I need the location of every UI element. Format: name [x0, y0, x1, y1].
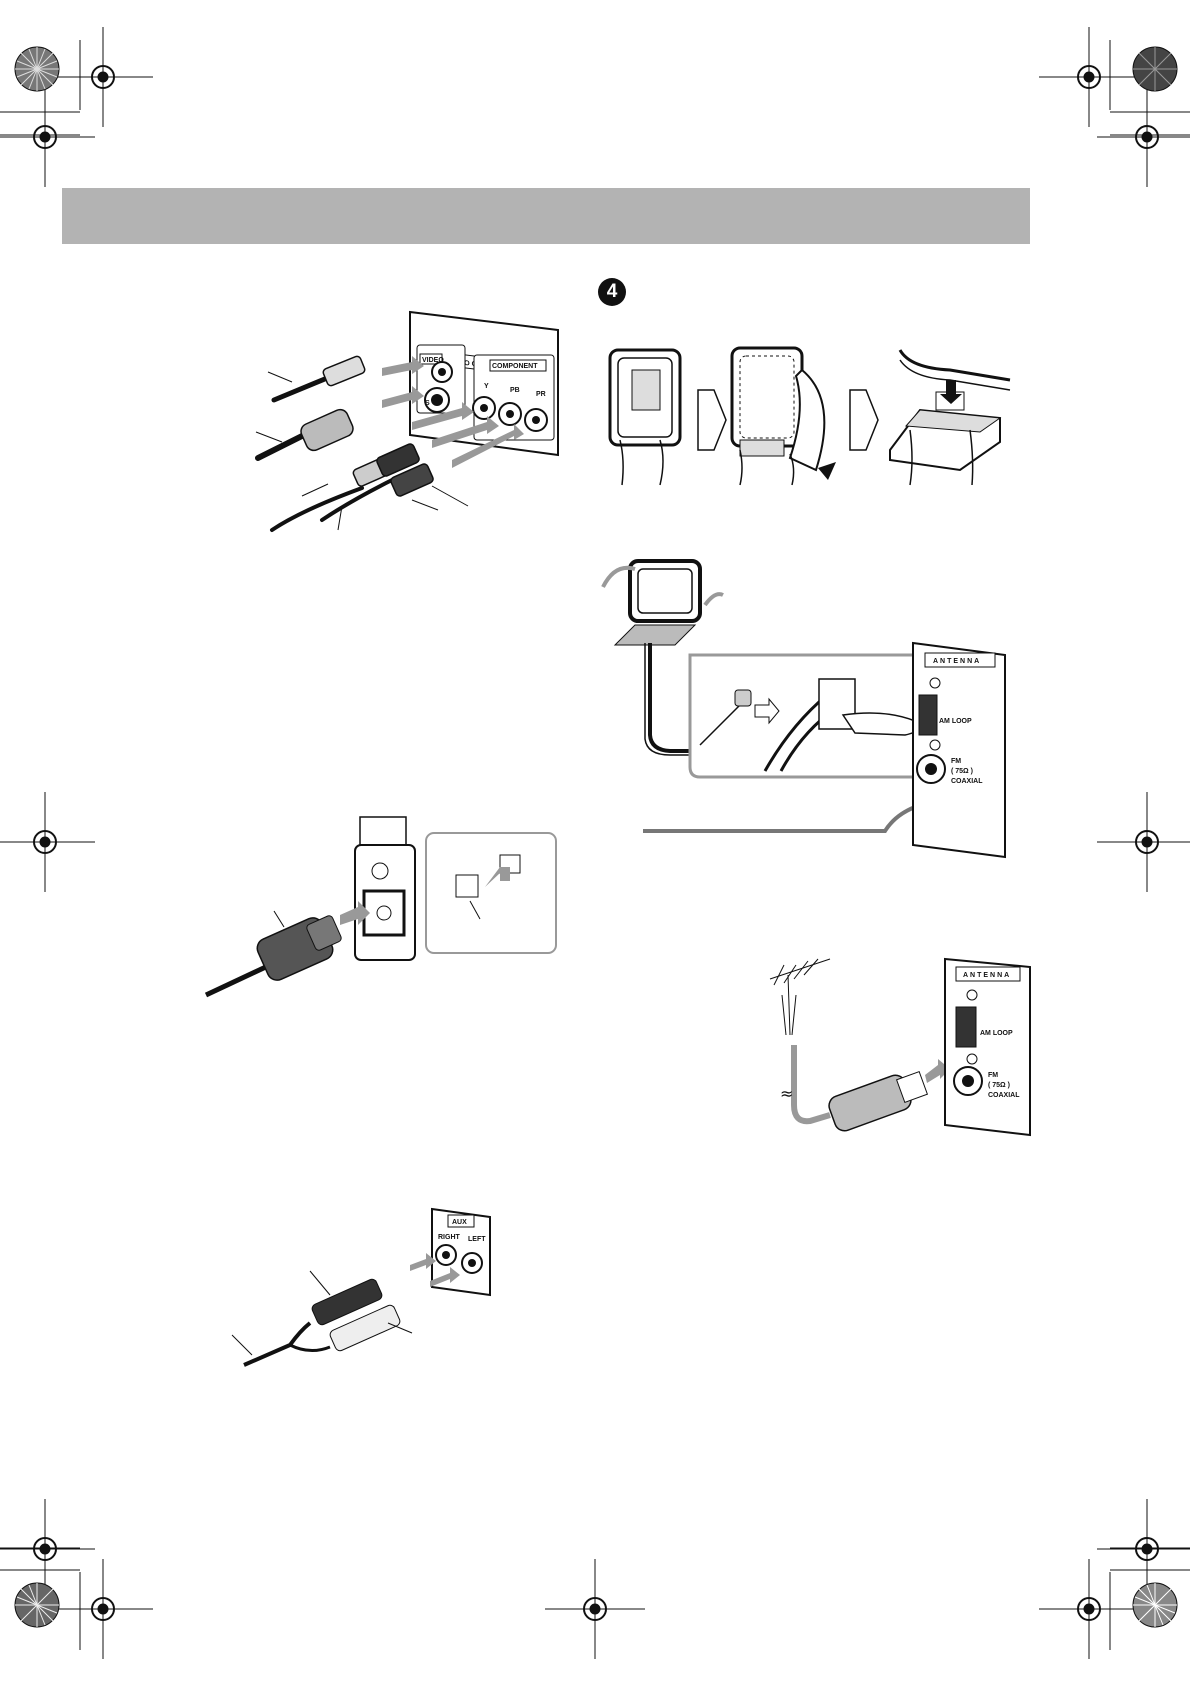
registration-mark-icon: [0, 1499, 95, 1599]
registration-mark-icon: [1097, 792, 1190, 892]
video-connection-illustration: VIDEO OUT VIDEO S COMPONENT Y PB PR: [255, 310, 559, 532]
registration-mark-icon: [545, 1559, 645, 1659]
antenna-panel-1: [912, 641, 1006, 859]
outdoor-fm-antenna-illustration: ≈ ANTENNA AM LOOP FM ( 75Ω ) COAXIAL: [769, 957, 1031, 1137]
fm-ohm-label-2: ( 75Ω ): [988, 1082, 1010, 1089]
registration-mark-icon: [1097, 87, 1190, 187]
fm-ohm-label-1: ( 75Ω ): [951, 768, 973, 775]
registration-mark-icon: [1039, 1559, 1139, 1659]
component-label: COMPONENT: [492, 363, 538, 370]
step-number-icon: 4: [598, 278, 626, 306]
pr-label: PR: [536, 391, 546, 398]
fm-coaxial-label-2: COAXIAL: [988, 1092, 1020, 1099]
color-wheel-icon: [1132, 46, 1178, 92]
pb-label: PB: [510, 387, 520, 394]
optical-connection-illustration: [204, 816, 557, 998]
loop-antenna-assembly-illustration: [608, 346, 1011, 486]
antenna-title-2: ANTENNA: [963, 972, 1011, 979]
am-loop-label-2: AM LOOP: [980, 1030, 1013, 1037]
am-fm-antenna-connection-illustration: ANTENNA AM LOOP FM ( 75Ω ) COAXIAL: [601, 559, 1006, 859]
antenna-title-1: ANTENNA: [933, 658, 981, 665]
y-label: Y: [484, 383, 489, 390]
video-out-title: VIDEO OUT: [448, 358, 487, 370]
registration-mark-icon: [0, 792, 95, 892]
color-wheel-icon: [14, 1582, 60, 1628]
svg-text:≈: ≈: [780, 1084, 793, 1103]
aux-title: AUX: [452, 1219, 467, 1226]
am-loop-label-1: AM LOOP: [939, 718, 972, 725]
aux-left-label: LEFT: [468, 1236, 486, 1243]
registration-mark-icon: [53, 1559, 153, 1659]
aux-right-label: RIGHT: [438, 1234, 461, 1241]
section-header-bar: [62, 188, 1030, 244]
aux-connection-illustration: AUX RIGHT LEFT: [231, 1207, 491, 1367]
registration-mark-icon: [53, 27, 153, 127]
fm-label-1: FM: [951, 758, 961, 765]
registration-mark-icon: [0, 87, 95, 187]
registration-mark-icon: [1097, 1499, 1190, 1599]
video-label: VIDEO: [422, 357, 444, 364]
color-wheel-icon: [14, 46, 60, 92]
fm-label-2: FM: [988, 1072, 998, 1079]
s-video-label: S: [425, 400, 430, 407]
color-wheel-icon: [1132, 1582, 1178, 1628]
fm-coaxial-label-1: COAXIAL: [951, 778, 983, 785]
registration-mark-icon: [1039, 27, 1139, 127]
